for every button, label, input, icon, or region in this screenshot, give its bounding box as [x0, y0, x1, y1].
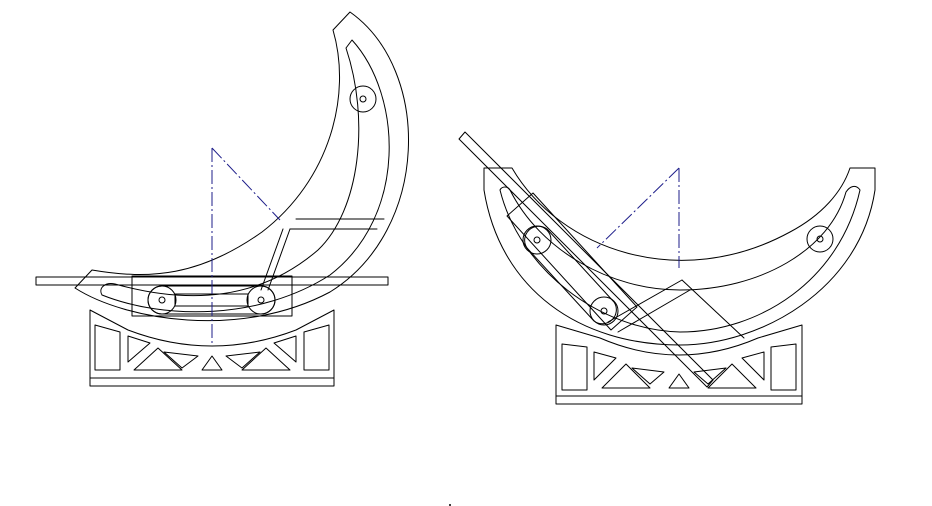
- right-upper-pivot-hole: [816, 235, 824, 243]
- right-pivot-hole-b: [600, 307, 608, 315]
- right-base-pocket-4: [741, 351, 765, 381]
- left-pivot-boss-b: [246, 285, 276, 315]
- right-base-outline: [555, 324, 803, 397]
- left-crescent-inner-slot: [100, 39, 390, 313]
- left-view: [35, 11, 409, 387]
- left-crescent-outer: [74, 11, 409, 322]
- left-base-pocket-7: [163, 351, 199, 369]
- right-base-pocket-6: [707, 363, 757, 389]
- right-pivot-boss-b: [589, 296, 619, 326]
- left-crescent-rib-3: [267, 228, 291, 291]
- left-pivot-boss-a: [147, 285, 177, 315]
- left-base-pocket-2: [303, 324, 330, 371]
- left-crescent-rib-4: [260, 228, 284, 291]
- right-base-pocket-8: [693, 367, 727, 385]
- left-upper-pivot-hole: [359, 95, 367, 103]
- left-base-pocket-9: [201, 355, 223, 371]
- left-base-pocket-5: [133, 347, 183, 371]
- right-base-pocket-3: [593, 351, 617, 381]
- right-reference-bar: [458, 131, 714, 388]
- left-pivot-hole-a: [158, 296, 166, 304]
- left-base-pocket-3: [127, 335, 151, 363]
- left-base-pocket-1: [94, 324, 121, 371]
- left-diagonal-centerline: [211, 147, 281, 221]
- right-crescent-rib-1: [607, 279, 683, 323]
- left-base: [89, 309, 335, 387]
- left-base-pocket-4: [273, 335, 297, 363]
- right-crescent: [483, 167, 876, 346]
- right-view: [458, 131, 876, 405]
- right-pivot-boss-a: [522, 225, 552, 255]
- right-upper-pivot-boss: [806, 225, 834, 253]
- right-pivot-hole-a: [533, 236, 541, 244]
- right-crescent-rib-2: [617, 289, 691, 333]
- right-base-pocket-7: [631, 367, 665, 385]
- left-base-outline: [89, 309, 335, 379]
- left-base-pocket-6: [241, 347, 291, 371]
- right-linkage-frame: [506, 192, 638, 331]
- left-upper-pivot-boss: [349, 85, 377, 113]
- right-crescent-rib-3: [681, 279, 745, 339]
- right-crescent-outer: [483, 167, 876, 346]
- left-base-plate: [89, 377, 335, 387]
- right-base: [555, 324, 803, 405]
- left-crescent: [74, 11, 409, 322]
- left-base-pocket-8: [225, 351, 261, 369]
- right-base-pocket-1: [561, 343, 588, 391]
- right-link-bar: [524, 225, 617, 325]
- right-linkage: [506, 192, 638, 331]
- left-pivot-hole-b: [257, 296, 265, 304]
- right-diagonal-centerline: [596, 167, 680, 249]
- right-base-pocket-2: [770, 343, 797, 391]
- right-base-plate: [555, 395, 803, 405]
- right-base-pocket-9: [668, 373, 690, 389]
- right-crescent-inner-slot: [499, 185, 861, 333]
- right-base-pocket-5: [601, 363, 651, 389]
